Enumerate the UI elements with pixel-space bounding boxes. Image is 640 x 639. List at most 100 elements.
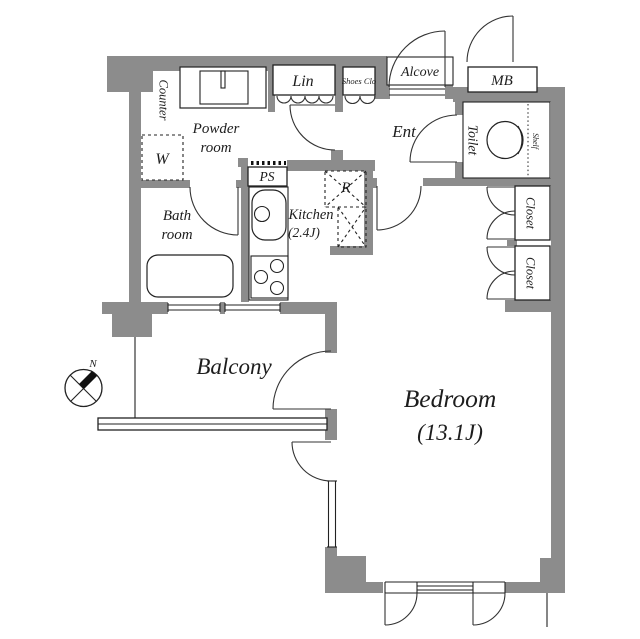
closet-lower-box (514, 245, 551, 301)
room-label-closet-upper: Closet (524, 197, 538, 229)
wall-entry-jamb-right (445, 85, 453, 99)
wall-hall-kitchen (287, 160, 375, 171)
linen-closet-box (272, 64, 336, 96)
compass-icon: N (64, 358, 103, 408)
alcove-niche (386, 56, 454, 86)
wall-lin-powder-divider (268, 65, 275, 112)
wall-kitchen-right (364, 171, 373, 255)
toilet-door (409, 114, 458, 163)
wall-toilet-stub-bottom (455, 162, 463, 178)
shoes-closet-box (342, 66, 376, 96)
french-door-left-leaf (384, 592, 418, 626)
wall-right (551, 92, 565, 593)
wall-toilet-stub-top (455, 99, 463, 115)
stove-burner-2 (253, 269, 269, 285)
wall-bottom-right (505, 582, 565, 593)
wall-closet-bottom (505, 300, 551, 312)
room-label-kitchen-1: Kitchen (287, 207, 333, 223)
closet-upper-box (514, 185, 551, 241)
label-meter-box: MB (490, 73, 513, 89)
label-refrigerator: R (340, 180, 350, 196)
sink-drain (253, 205, 271, 223)
compass-north-label: N (88, 358, 97, 370)
wall-pier-bottom-right (540, 558, 565, 582)
stove-burner-1 (269, 258, 285, 274)
room-label-balcony: Balcony (196, 354, 272, 379)
wall-balcony-seg1 (128, 302, 168, 314)
labels: Counter Powder room W Lin Shoes Clo Alco… (155, 65, 540, 445)
room-label-kitchen-2: (2.4J) (288, 225, 320, 240)
toilet-room (462, 101, 551, 179)
doors (189, 15, 516, 626)
washer-space (141, 134, 184, 181)
wall-closet-divider (507, 240, 517, 246)
wall-ps-left (238, 158, 248, 167)
bedroom-south-french-door (384, 581, 506, 594)
toilet-seat-line (517, 125, 523, 155)
french-door-right-leaf (472, 592, 506, 626)
room-label-bath-2: room (161, 227, 192, 243)
shoes-folding-doors (344, 95, 376, 104)
walls (102, 56, 565, 593)
hall-bedroom-door (376, 185, 422, 231)
wall-kitchen-left (241, 167, 249, 302)
stove (250, 255, 289, 299)
room-label-closet-lower: Closet (524, 257, 538, 289)
compass-needle (79, 371, 97, 389)
bath-window (167, 303, 221, 312)
vanity-faucet (220, 70, 226, 89)
label-linen: Lin (291, 73, 313, 90)
label-pipe-space: PS (259, 169, 275, 184)
wall-pier-balcony-block (112, 314, 152, 337)
entry-threshold (389, 88, 445, 96)
room-label-bedroom-2: (13.1J) (417, 420, 483, 445)
room-label-bedroom-1: Bedroom (404, 384, 497, 413)
wall-lin-shoes-divider (335, 65, 343, 112)
entrance-door (388, 30, 446, 88)
powder-room-door (289, 104, 336, 151)
room-label-toilet: Toilet (465, 125, 480, 157)
wall-balcony-seg3 (280, 302, 331, 314)
wall-alcove-left (374, 56, 387, 99)
bedroom-west-window (327, 480, 337, 548)
toilet-fixture (486, 120, 524, 160)
wall-hall-door-jamb (373, 178, 377, 188)
wall-bedroom-divider-mid (325, 409, 337, 440)
room-label-entrance: Ent (391, 122, 417, 141)
wall-bedroom-divider-top (325, 302, 337, 353)
wall-pier-bottom-left (325, 547, 383, 593)
fixtures (97, 56, 551, 627)
kitchen-counter (248, 186, 289, 301)
room-label-bath-1: Bath (163, 208, 191, 224)
bath-door (189, 186, 239, 236)
wall-entry-jamb-left (387, 85, 390, 99)
label-washer: W (155, 151, 170, 168)
wall-bath-north-left (140, 180, 190, 188)
label-shoes-closet: Shoes Clo (342, 76, 376, 86)
wall-kitchen-south-stub (330, 246, 373, 255)
windows (167, 88, 506, 594)
wall-ent-bedroom (423, 178, 551, 186)
balcony-side-window-door (291, 441, 332, 482)
appliance-spaces (141, 134, 367, 248)
bath-tub (146, 254, 234, 298)
room-label-counter: Counter (157, 80, 171, 121)
linen-folding-doors (276, 95, 334, 104)
label-shelf: Shelf (531, 133, 540, 151)
wall-bath-north-right (236, 180, 242, 188)
storage-space (337, 206, 367, 248)
wall-left (129, 90, 141, 302)
room-label-powder-2: room (200, 140, 231, 156)
closet-upper-doors (486, 186, 516, 240)
pipe-space-box (247, 166, 288, 187)
closet-lower-doors (486, 246, 516, 300)
room-label-powder-1: Powder (192, 121, 240, 137)
meter-box (467, 66, 538, 93)
meter-box-door (466, 15, 514, 63)
stove-burner-3 (269, 280, 285, 296)
label-alcove: Alcove (400, 65, 439, 80)
balcony-door (272, 350, 332, 410)
wall-balcony-seg2 (220, 302, 225, 314)
